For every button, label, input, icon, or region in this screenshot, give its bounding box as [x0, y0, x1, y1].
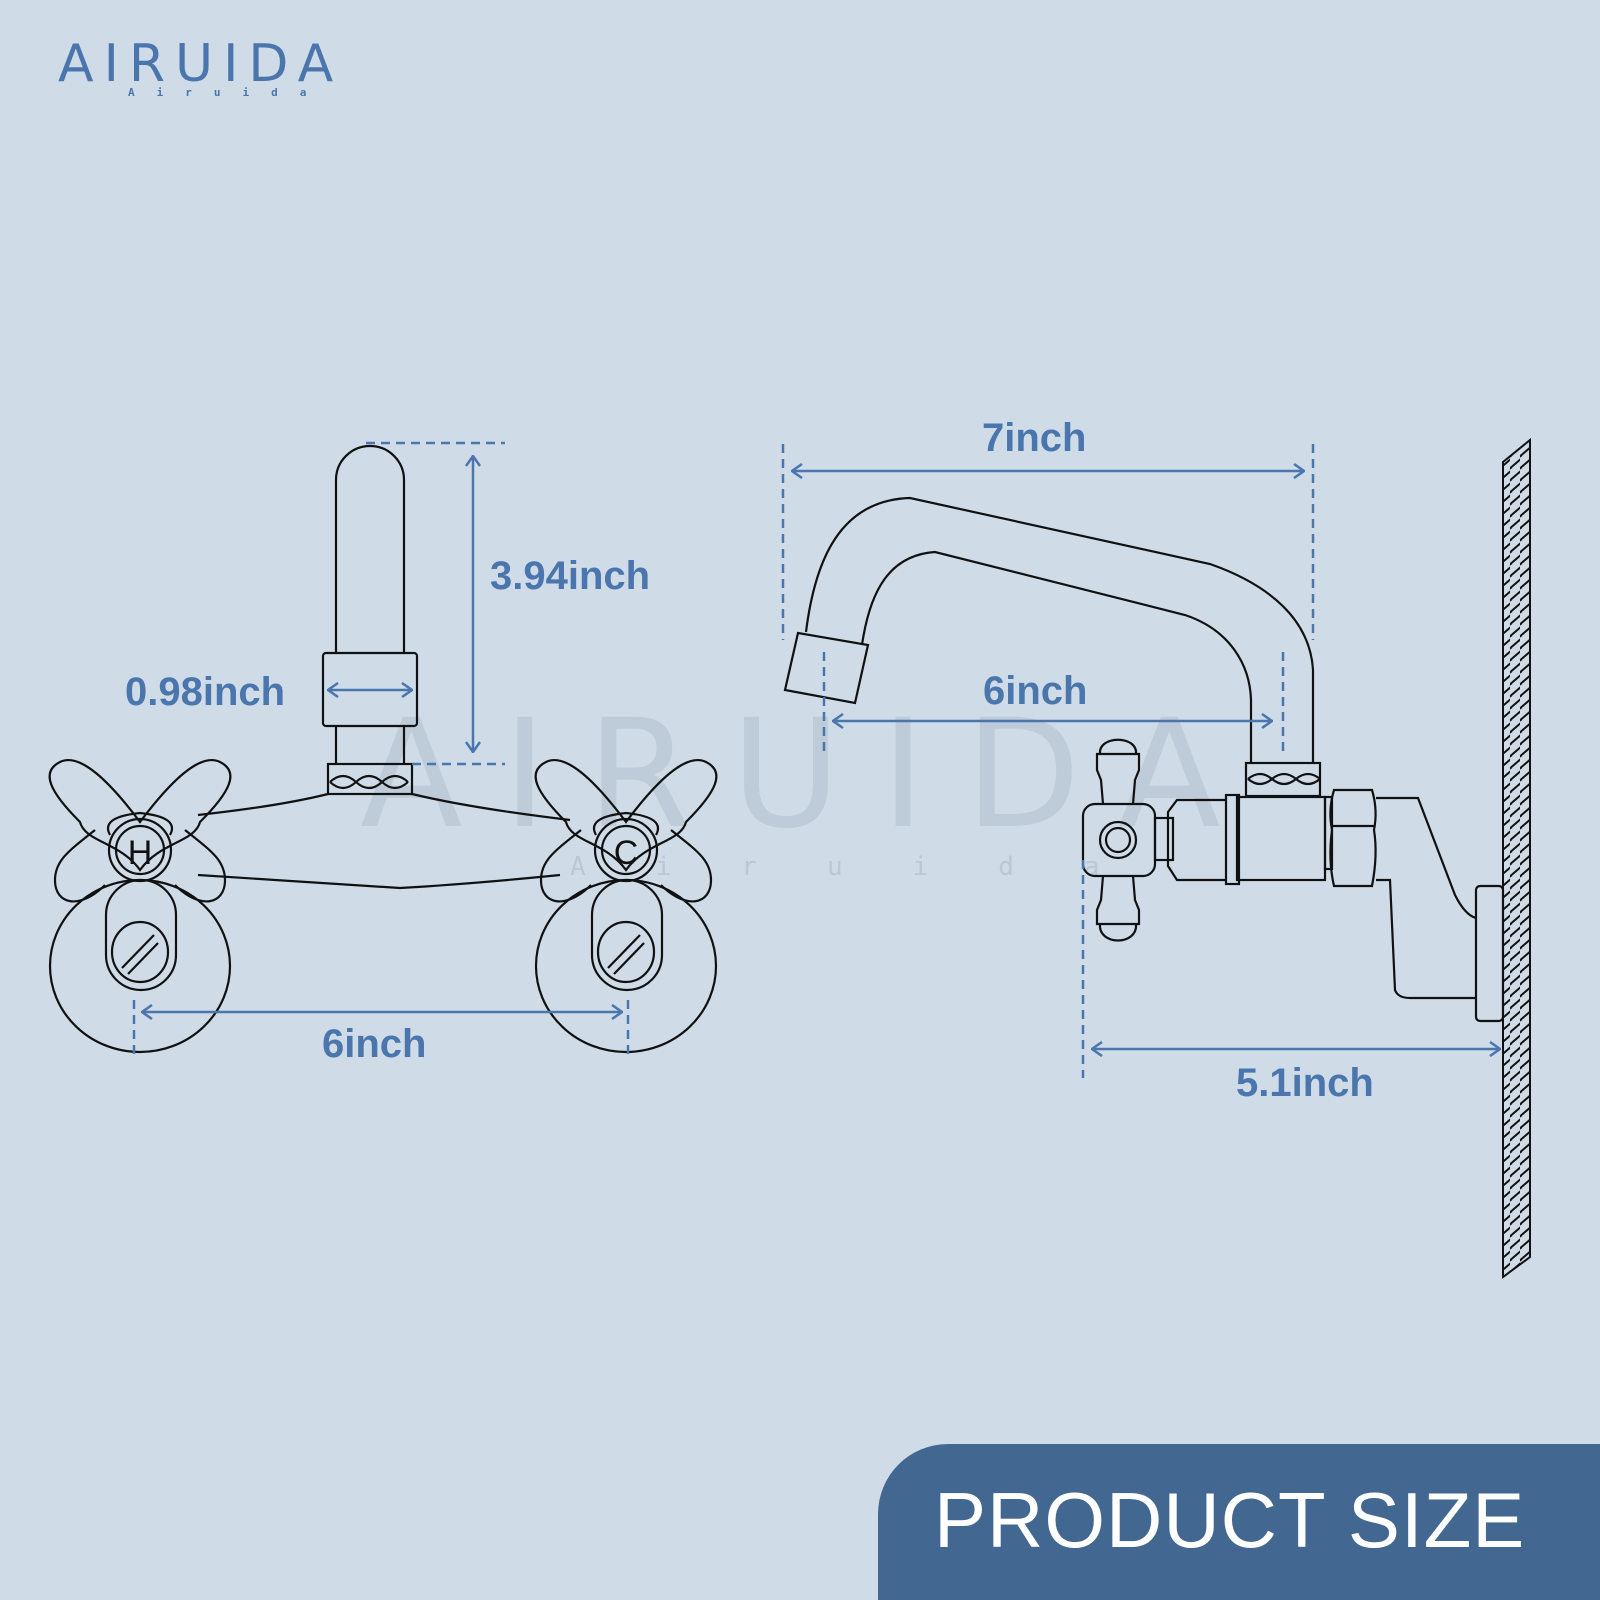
front-dimensions [132, 441, 630, 1060]
banner-title: PRODUCT SIZE [934, 1476, 1526, 1564]
logo-text: AIRUIDA [58, 34, 344, 94]
spout-collar [321, 651, 419, 728]
side-spout [804, 496, 1315, 763]
spout-diameter-label: 0.98inch [125, 670, 286, 714]
side-handle-bottom [1095, 875, 1141, 926]
front-view [48, 444, 718, 1054]
handle-spacing-label: 6inch [322, 1022, 427, 1066]
faucet-body [197, 792, 571, 822]
watermark-subtext: Airuida [570, 852, 1170, 882]
reach-6-label: 6inch [983, 669, 1088, 713]
spout-nut [326, 762, 414, 796]
spout-height-label: 3.94inch [490, 554, 651, 598]
wall-flange [1474, 884, 1505, 1023]
hot-handle [48, 759, 232, 1054]
reach-7-label: 7inch [982, 416, 1087, 460]
cold-label: C [614, 834, 639, 872]
hex-nut [1329, 788, 1377, 888]
logo-subtext: Airuida [128, 86, 329, 99]
brand-logo: AIRUIDA Airuida [58, 38, 343, 99]
aerator [783, 631, 870, 705]
projection-label: 5.1inch [1236, 1061, 1374, 1105]
side-handle-top [1095, 752, 1141, 805]
valve-body [1235, 795, 1327, 882]
cold-handle [534, 759, 718, 1054]
side-dimensions [781, 444, 1500, 1078]
side-view [783, 496, 1505, 1023]
hot-label: H [128, 834, 153, 872]
product-size-banner: PRODUCT SIZE [878, 1444, 1600, 1600]
spout-tube [334, 444, 406, 653]
wall-elbow [1376, 796, 1477, 1000]
wall [1502, 437, 1531, 1279]
side-handle-hub [1081, 802, 1157, 878]
